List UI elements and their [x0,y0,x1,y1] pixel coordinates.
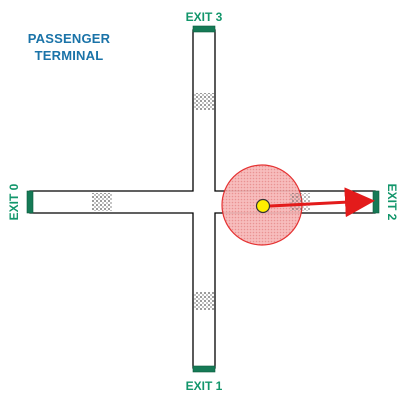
corridor-outline [29,29,376,369]
exit-2-door [372,190,380,214]
exit-1-door [192,365,216,373]
crowd-north [194,93,214,110]
crowd-south [194,292,214,310]
exit-0-door [26,190,34,214]
movement-arrow [269,187,375,218]
exit-3-door [192,25,216,33]
title-line-2: TERMINAL [34,48,104,63]
exit-3-label: EXIT 3 [186,10,223,24]
crowd-west [92,193,112,211]
exit-0-label: EXIT 0 [7,183,21,220]
diagram-title: PASSENGER TERMINAL [10,30,128,64]
title-line-1: PASSENGER [27,31,111,46]
exit-1-label: EXIT 1 [186,379,223,393]
crowd-east [290,193,310,211]
exit-2-label: EXIT 2 [385,184,399,221]
agent-marker [255,198,271,214]
